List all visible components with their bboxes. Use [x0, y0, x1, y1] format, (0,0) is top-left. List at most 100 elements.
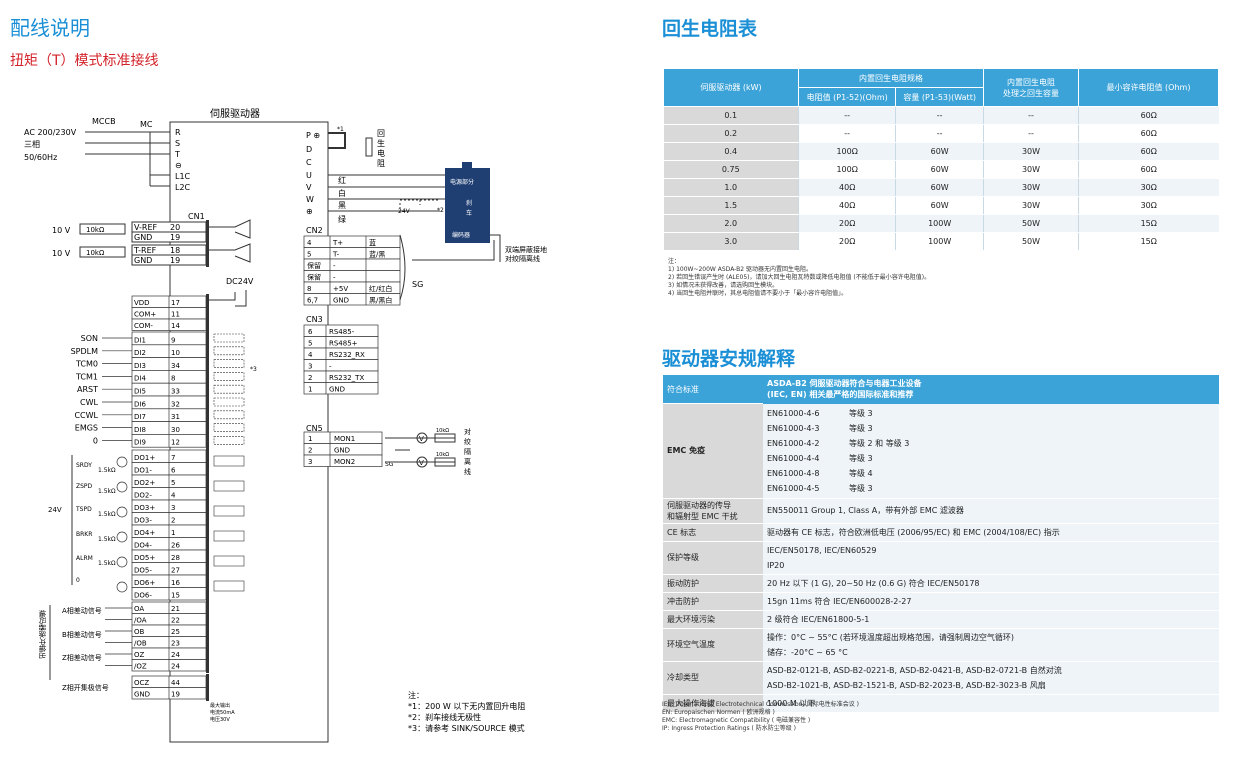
regen-cell: 100W [895, 232, 984, 251]
cn1-label: CN1 [188, 212, 205, 221]
do-pin-number: 1 [171, 529, 175, 537]
drive-label: 伺服驱动器 [210, 107, 260, 120]
svg-text:三相: 三相 [24, 139, 40, 149]
safety-key: 环境空气温度 [663, 628, 763, 662]
regen-row: 0.2------60Ω [663, 124, 1219, 143]
enc-pin-label: /OB [134, 640, 147, 648]
cn3-pin-number: 6 [308, 328, 313, 336]
enc-pin-label: OA [134, 605, 144, 613]
di-pin-label: DI5 [134, 388, 146, 396]
cn2-pin-color: 蓝/黑 [369, 250, 385, 259]
regen-cell: 60Ω [1078, 160, 1219, 179]
svg-text:10 V: 10 V [52, 249, 71, 258]
safety-table: 符合标准 ASDA-B2 伺服驱动器符合与电器工业设备 (IEC, EN) 相关… [663, 375, 1219, 713]
safety-row: 环境空气温度操作：0°C ~ 55°C (若环境温度超出规格范围，请强制周边空气… [663, 628, 1219, 662]
do-name: ALRM [76, 555, 93, 562]
enc-pin-number: 24 [171, 663, 180, 671]
enc-pin-number: 21 [171, 605, 180, 613]
enc-names: A相差动信号 B相差动信号 Z相差动信号 [62, 606, 102, 662]
regen-cell: 60Ω [1078, 142, 1219, 161]
svg-text:*3: *3 [250, 366, 257, 373]
di-pin-number: 9 [171, 336, 175, 344]
do-pin-number: 26 [171, 542, 180, 550]
cn3-pin-number: 3 [308, 363, 312, 371]
dc24-label: DC24V [226, 277, 254, 286]
cn3-pin-number: 4 [308, 351, 313, 359]
cn3-pin-signal: RS485+ [329, 340, 358, 348]
regen-cell: 15Ω [1078, 214, 1219, 233]
regen-cell: 15Ω [1078, 232, 1219, 251]
regen-note: 注： [668, 258, 681, 265]
enc-pin-label: /OA [134, 617, 147, 625]
safety-value: 2 级符合 IEC/EN61800-5-1 [763, 610, 1219, 629]
regen-title: 回生电阻表 [662, 18, 758, 40]
regen-cell: 60W [895, 196, 984, 215]
oc-pin-label: OCZ [134, 679, 149, 687]
cn3-pin-number: 2 [308, 374, 312, 382]
svg-text:10kΩ: 10kΩ [86, 249, 105, 257]
cn2-label: CN2 [306, 226, 323, 235]
svg-text:编码器: 编码器 [452, 231, 470, 239]
cn3-pin-signal: RS232_RX [329, 351, 365, 359]
cn2-pin-signal: T- [332, 251, 340, 259]
cn5-pin-signal: MON2 [334, 458, 355, 466]
page-subtitle: 扭矩（T）模式标准接线 [10, 53, 159, 69]
regen-cell: 1.5 [663, 196, 799, 215]
di-name: SPDLM [71, 347, 99, 356]
note-mark-1: *1 [337, 126, 344, 133]
svg-text:白: 白 [338, 188, 346, 198]
svg-text:车: 车 [466, 209, 472, 217]
oc-name: Z相开集极信号 [62, 683, 109, 692]
di-name: SON [81, 334, 98, 343]
svg-text:A相差动信号: A相差动信号 [62, 606, 102, 615]
di-pin-label: DI4 [134, 375, 146, 383]
svg-text:T-REF: T-REF [133, 246, 157, 255]
power-pin-number: 11 [171, 311, 180, 319]
enc-side-label: 编码器脉冲输出 [38, 610, 47, 659]
cn5-pin-number: 2 [308, 447, 312, 455]
power-pin-number: 14 [171, 322, 180, 330]
di-name: ARST [77, 385, 98, 394]
svg-text:对绞隔离线: 对绞隔离线 [505, 254, 540, 263]
oc-pin-number: 44 [171, 679, 180, 687]
safety-value: 20 Hz 以下 (1 G), 20~50 Hz (0.6 G) 符合 IEC/… [763, 574, 1219, 593]
do-pin-label: DO5- [134, 567, 152, 575]
regen-cell: 0.75 [663, 160, 799, 179]
cn2-pin-signal: +5V [333, 285, 348, 293]
safety-row: CE 标志驱动器有 CE 标志，符合欧洲低电压 (2006/95/EC) 和 E… [663, 523, 1219, 542]
safety-value: 操作：0°C ~ 55°C (若环境温度超出规格范围，请强制周边空气循环)储存：… [763, 628, 1219, 662]
safety-key: 伺服驱动器的传导 和辐射型 EMC 干扰 [663, 498, 763, 524]
regen-cell: 40Ω [797, 196, 896, 215]
do-pin-number: 5 [171, 479, 175, 487]
regen-cell: 0.2 [663, 124, 799, 143]
do-pin-number: 6 [171, 467, 176, 475]
safety-key: CE 标志 [663, 523, 763, 542]
svg-text:19: 19 [170, 256, 180, 265]
cn5-side-label: 对 绞 隔 离 线 [464, 427, 471, 476]
do-pin-number: 4 [171, 492, 176, 500]
svg-text:V-REF: V-REF [134, 223, 158, 232]
svg-text:*2: *2 [437, 207, 444, 214]
svg-text:⊖: ⊖ [175, 161, 182, 170]
do-resistor: 1.5kΩ [98, 467, 116, 474]
svg-text:10kΩ: 10kΩ [436, 452, 449, 458]
svg-text:刹: 刹 [466, 199, 472, 207]
enc-pin-number: 22 [171, 617, 180, 625]
regen-cell: -- [983, 124, 1079, 143]
regen-cell: 0.1 [663, 106, 799, 125]
cn2-pin-color: 蓝 [369, 238, 376, 247]
safety-value: 1000 M 以下 [763, 694, 1219, 713]
di-pin-number: 32 [171, 400, 180, 408]
enc-pin-label: /OZ [134, 663, 147, 671]
oc-pin-label: GND [134, 691, 150, 699]
di-pin-number: 8 [171, 375, 175, 383]
svg-text:GND: GND [134, 233, 152, 242]
